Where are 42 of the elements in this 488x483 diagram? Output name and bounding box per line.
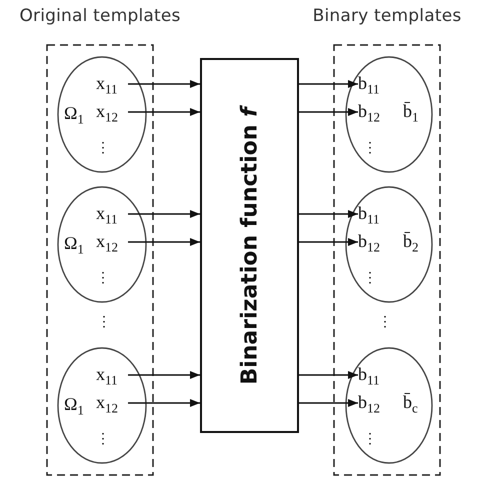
- set-symbol: b̄$_{2}$: [403, 232, 418, 254]
- ellipsis-mark: ⋮: [96, 272, 110, 286]
- ellipsis-mark: ⋮: [363, 272, 377, 286]
- variable-label: b$_{11}$: [358, 74, 392, 94]
- variable-label: b$_{11}$: [358, 365, 392, 385]
- ellipsis-mark: ⋮: [363, 142, 377, 156]
- ellipsis-mark: ⋮: [378, 316, 392, 330]
- group-heading: Binary templates: [312, 6, 462, 26]
- ellipsis-mark: ⋮: [96, 142, 110, 156]
- ellipsis-mark: ⋮: [97, 316, 111, 330]
- set-symbol: b̄$_{c}$: [403, 393, 418, 415]
- arrow: [128, 108, 200, 116]
- group-heading: Original templates: [19, 6, 181, 26]
- ellipsis-mark: ⋮: [96, 433, 110, 447]
- variable-label: x$_{12}$: [96, 232, 128, 252]
- set-symbol: Ω$_{1}$: [64, 395, 84, 417]
- variable-label: x$_{11}$: [96, 74, 128, 94]
- arrow: [299, 210, 358, 218]
- variable-label: b$_{12}$: [358, 393, 392, 413]
- arrow: [128, 399, 200, 407]
- variable-label: x$_{12}$: [96, 393, 128, 413]
- variable-label: x$_{11}$: [96, 204, 128, 224]
- set-symbol: Ω$_{1}$: [64, 234, 84, 256]
- arrow: [299, 80, 358, 88]
- arrow: [299, 108, 358, 116]
- arrow: [128, 371, 200, 379]
- arrow: [299, 399, 358, 407]
- set-symbol: Ω$_{1}$: [64, 104, 84, 126]
- variable-label: b$_{12}$: [358, 102, 392, 122]
- variable-label: x$_{11}$: [96, 365, 128, 385]
- arrow: [128, 80, 200, 88]
- variable-label: b$_{11}$: [358, 204, 392, 224]
- variable-label: x$_{12}$: [96, 102, 128, 122]
- arrow: [128, 238, 200, 246]
- function-block: [200, 58, 299, 433]
- arrow: [128, 210, 200, 218]
- arrow: [299, 371, 358, 379]
- set-symbol: b̄$_{1}$: [403, 102, 418, 124]
- ellipsis-mark: ⋮: [363, 433, 377, 447]
- block-label: Binarization function f: [237, 106, 262, 384]
- variable-label: b$_{12}$: [358, 232, 392, 252]
- arrow: [299, 238, 358, 246]
